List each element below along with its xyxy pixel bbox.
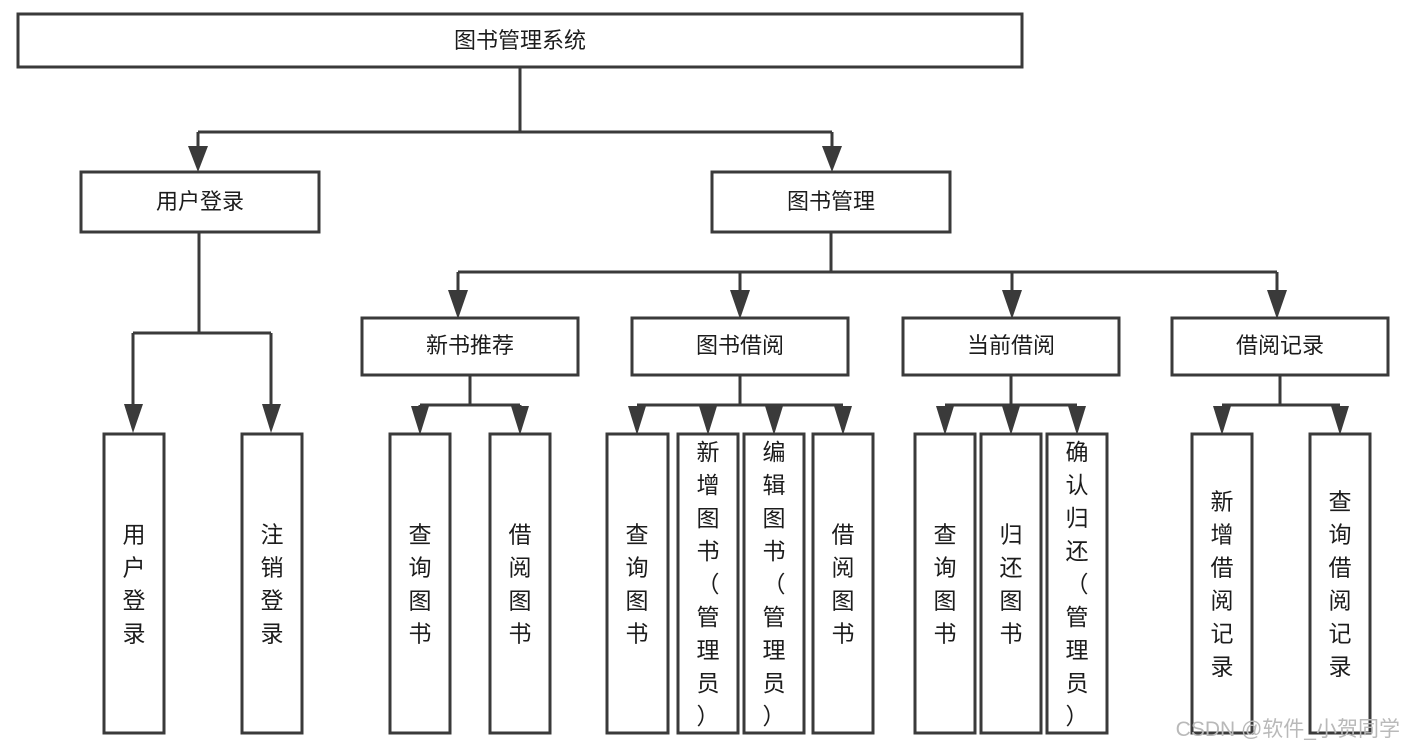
leaf-node-query-book-2[interactable]: 查询图书 [605, 432, 670, 735]
watermark-label: CSDN @软件_小贺同学 [1176, 718, 1400, 741]
node-root[interactable]: 图书管理系统 [16, 12, 1024, 69]
arrowhead-leaf-query-book-3 [936, 406, 954, 435]
leaf-query-book-1-rect[interactable] [388, 432, 452, 735]
node-user-login[interactable]: 用户登录 [79, 170, 321, 234]
leaf-node-add-book[interactable]: 新增图书（管理员） [676, 432, 740, 735]
leaf-query-book-2-rect[interactable] [605, 432, 670, 735]
arrowhead-new-book-recommend [448, 290, 468, 319]
arrowhead-to-book-management [822, 146, 842, 172]
node-current-borrow-label: 当前借阅 [967, 333, 1055, 358]
arrowhead-leaf-add-record [1213, 406, 1231, 435]
leaf-query-book-3-rect[interactable] [913, 432, 977, 735]
leaf-node-edit-book[interactable]: 编辑图书（管理员） [742, 432, 806, 735]
node-new-book-recommend-label: 新书推荐 [426, 333, 514, 358]
leaf-node-borrow-book-1[interactable]: 借阅图书 [488, 432, 552, 735]
node-book-borrow-rect[interactable] [630, 316, 850, 377]
leaf-borrow-book-2-label: 借阅图书 [832, 522, 855, 647]
leaf-return-book-label: 归还图书 [1000, 522, 1023, 647]
leaf-node-borrow-book-2[interactable]: 借阅图书 [811, 432, 875, 735]
arrowhead-leaf-borrow-book-2 [834, 406, 852, 435]
arrowhead-leaf-query-book-2 [628, 406, 646, 435]
arrowhead-current-borrow [1002, 290, 1022, 319]
connector-group-book-management [448, 232, 1287, 319]
leaf-node-return-book[interactable]: 归还图书 [979, 432, 1043, 735]
leaf-add-book-rect[interactable] [676, 432, 740, 735]
node-current-borrow[interactable]: 当前借阅 [901, 316, 1121, 377]
leaf-logout-login-label: 注销登录 [261, 522, 284, 647]
node-borrow-record[interactable]: 借阅记录 [1170, 316, 1390, 377]
arrowhead-leaf-add-book [699, 406, 717, 435]
node-borrow-record-label: 借阅记录 [1236, 333, 1324, 358]
arrowhead-leaf-query-record [1331, 406, 1349, 435]
leaf-add-record-label: 新增借阅记录 [1211, 489, 1234, 680]
leaf-node-query-book-1[interactable]: 查询图书 [388, 432, 452, 735]
arrowhead-borrow-record [1267, 290, 1287, 319]
leaf-user-login-rect[interactable] [102, 432, 166, 735]
node-book-management-rect[interactable] [710, 170, 952, 234]
leaf-query-book-1-label: 查询图书 [409, 522, 432, 647]
leaf-confirm-return-rect[interactable] [1045, 432, 1109, 735]
leaf-node-user-login[interactable]: 用户登录 [102, 432, 166, 735]
arrowhead-to-user-login [188, 146, 208, 172]
leaf-borrow-book-1-rect[interactable] [488, 432, 552, 735]
node-root-label: 图书管理系统 [454, 28, 586, 53]
arrowhead-leaf-user-login [124, 404, 143, 433]
arrowhead-book-borrow [730, 290, 750, 319]
leaf-return-book-rect[interactable] [979, 432, 1043, 735]
leaf-query-record-label: 查询借阅记录 [1329, 489, 1352, 680]
node-user-login-rect[interactable] [79, 170, 321, 234]
connector-group-current-borrow [936, 375, 1086, 435]
node-book-management-label: 图书管理 [787, 189, 875, 214]
arrowhead-leaf-return-book [1002, 406, 1020, 435]
leaf-node-query-book-3[interactable]: 查询图书 [913, 432, 977, 735]
node-new-book-recommend-rect[interactable] [360, 316, 580, 377]
arrowhead-leaf-confirm-return [1068, 406, 1086, 435]
leaf-user-login-label: 用户登录 [123, 522, 146, 647]
arrowhead-leaf-borrow-book-1 [511, 406, 529, 435]
leaf-add-record-rect[interactable] [1190, 432, 1254, 735]
leaf-node-confirm-return[interactable]: 确认归还（管理员） [1045, 432, 1109, 735]
connector-group-new-book-recommend [411, 375, 529, 435]
leaf-query-book-3-label: 查询图书 [934, 522, 957, 647]
leaf-node-logout-login[interactable]: 注销登录 [240, 432, 304, 735]
node-book-management[interactable]: 图书管理 [710, 170, 952, 234]
node-new-book-recommend[interactable]: 新书推荐 [360, 316, 580, 377]
leaf-borrow-book-2-rect[interactable] [811, 432, 875, 735]
node-book-borrow-label: 图书借阅 [696, 333, 784, 358]
connector-group-user-login [124, 232, 281, 433]
leaf-node-add-record[interactable]: 新增借阅记录 [1190, 432, 1254, 735]
leaf-edit-book-label: 编辑图书（管理员） [763, 439, 786, 729]
connector-group-book-borrow [628, 375, 852, 435]
leaf-logout-login-rect[interactable] [240, 432, 304, 735]
node-user-login-label: 用户登录 [156, 189, 244, 214]
arrowhead-leaf-edit-book [765, 406, 783, 435]
arrowhead-leaf-query-book-1 [411, 406, 429, 435]
node-book-borrow[interactable]: 图书借阅 [630, 316, 850, 377]
leaf-borrow-book-1-label: 借阅图书 [509, 522, 532, 647]
node-borrow-record-rect[interactable] [1170, 316, 1390, 377]
leaf-edit-book-rect[interactable] [742, 432, 806, 735]
leaf-node-query-record[interactable]: 查询借阅记录 [1308, 432, 1372, 735]
leaf-query-book-2-label: 查询图书 [626, 522, 649, 647]
leaf-query-record-rect[interactable] [1308, 432, 1372, 735]
connector-group-root [188, 67, 842, 172]
connector-group-borrow-record [1213, 375, 1349, 435]
leaf-confirm-return-label: 确认归还（管理员） [1066, 439, 1089, 729]
leaf-add-book-label: 新增图书（管理员） [697, 439, 720, 729]
arrowhead-leaf-logout-login [262, 404, 281, 433]
node-root-rect[interactable] [16, 12, 1024, 69]
node-current-borrow-rect[interactable] [901, 316, 1121, 377]
